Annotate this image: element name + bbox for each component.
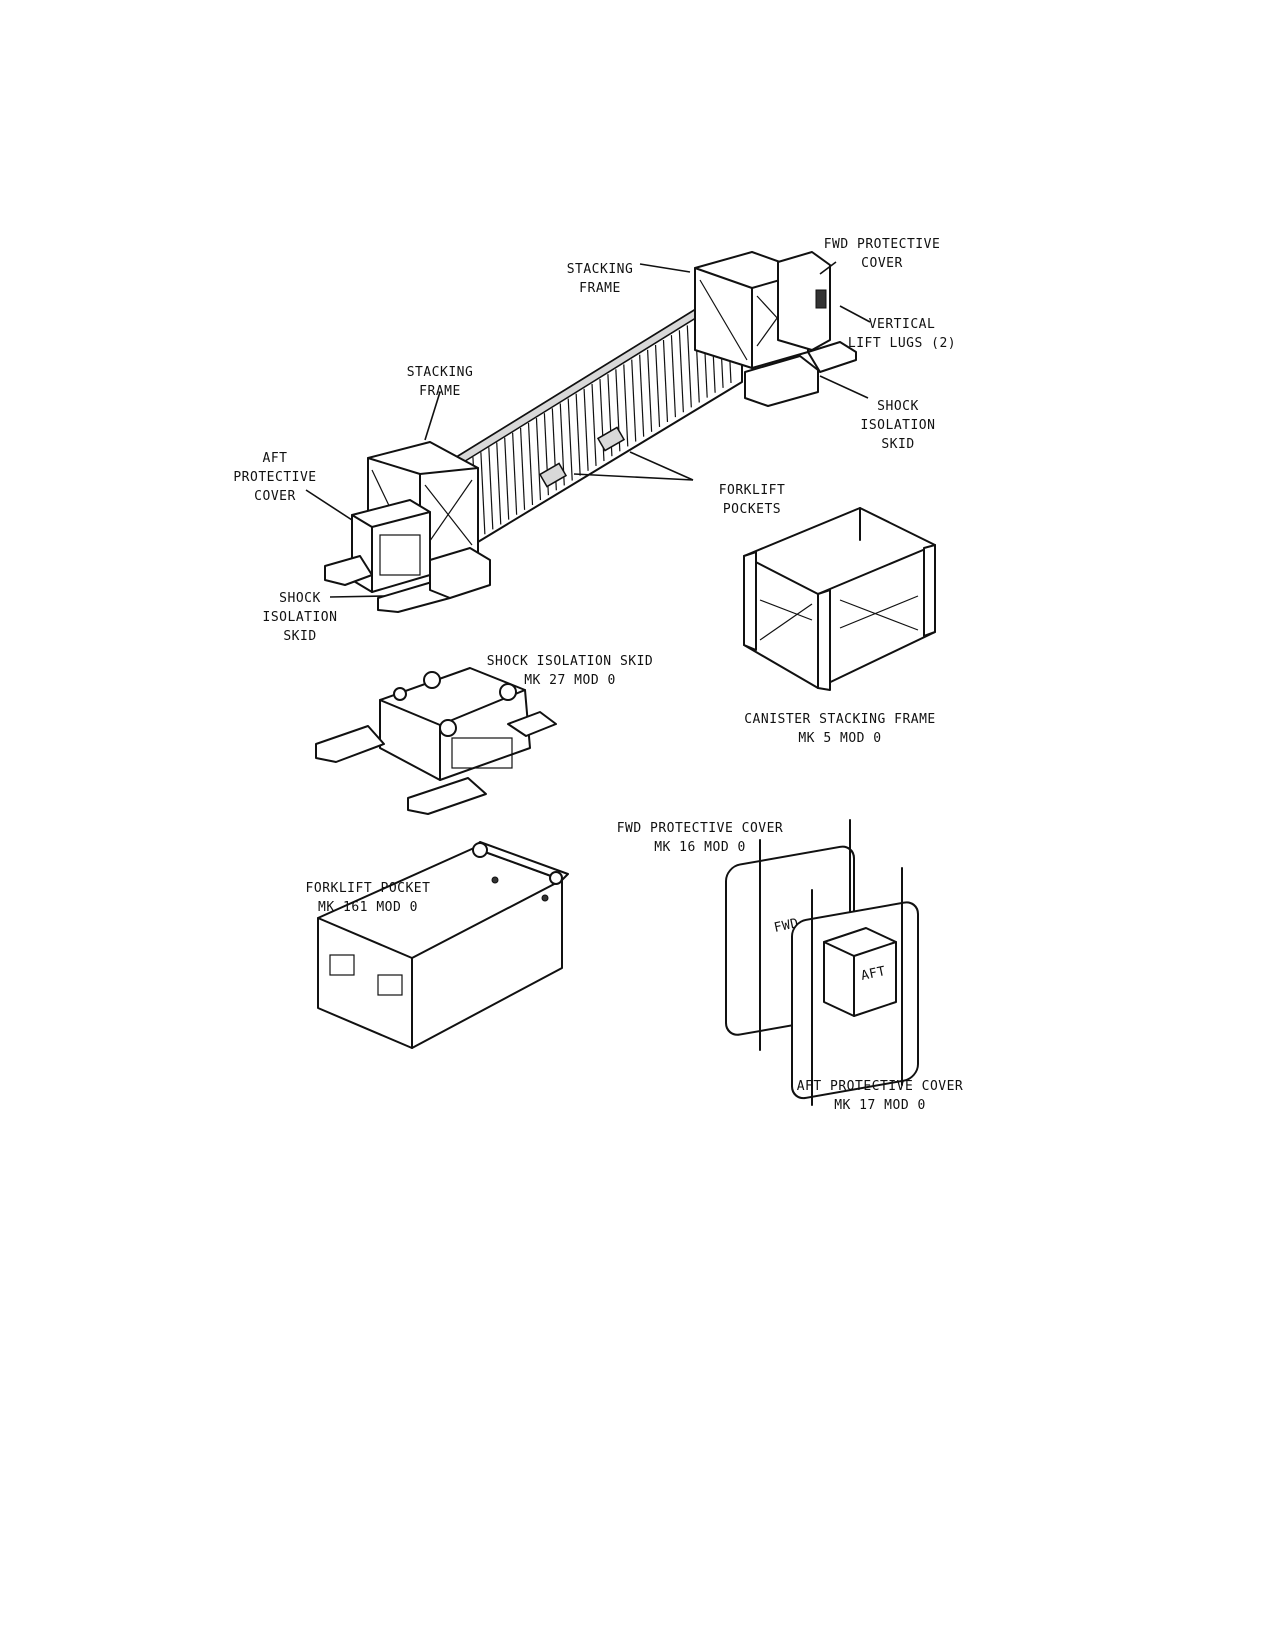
canister-rib	[519, 427, 526, 510]
canister-rib	[496, 442, 502, 525]
stacking-frame-left-callout-line2: FRAME	[419, 384, 461, 399]
stacking-frame-top-callout: STACKING FRAME	[567, 262, 634, 296]
canister-rib	[631, 359, 637, 442]
stacking-frame-left-callout-line1: STACKING	[407, 365, 474, 380]
canister-rib	[670, 335, 677, 418]
aft-protective-cover-caption-line2: MK 17 MOD 0	[834, 1098, 926, 1113]
canister-rib	[583, 388, 589, 471]
aft-shock-isolation-skid	[324, 547, 491, 613]
aft-protective-cover-callout-line3: COVER	[254, 489, 296, 504]
shock-isolation-skid-left-callout: SHOCK ISOLATION SKID	[263, 591, 338, 644]
aft-cover-marking: AFT	[860, 964, 888, 984]
fwd-protective-cover-caption: FWD PROTECTIVE COVER MK 16 MOD 0	[617, 821, 784, 855]
aft-protective-cover-callout-line2: PROTECTIVE	[233, 470, 316, 485]
canister-rib	[567, 398, 573, 481]
canister-rib	[623, 364, 629, 447]
fwd-protective-cover-caption-line1: FWD PROTECTIVE COVER	[617, 821, 784, 836]
aft-protective-cover-callout: AFT PROTECTIVE COVER	[233, 451, 316, 504]
canister-rib	[686, 325, 692, 408]
forklift-pockets	[538, 426, 626, 488]
shock-isolation-skid-left-callout-line2: ISOLATION	[263, 610, 338, 625]
canister-rib	[512, 432, 518, 515]
canister-stacking-frame-caption-line2: MK 5 MOD 0	[798, 731, 881, 746]
shock-isolation-skid-caption: SHOCK ISOLATION SKID MK 27 MOD 0	[487, 654, 654, 688]
stacking-frame-left-callout: STACKING FRAME	[407, 365, 474, 399]
canister-rib	[575, 393, 581, 476]
fwd-protective-cover-caption-line2: MK 16 MOD 0	[654, 840, 746, 855]
stacking-frame-top-callout-line1: STACKING	[567, 262, 634, 277]
canister-rib	[662, 340, 669, 423]
callout-arrows	[305, 261, 871, 598]
canister-stacking-frame-caption-line1: CANISTER STACKING FRAME	[744, 712, 936, 727]
fwd-protective-cover-callout: FWD PROTECTIVE COVER	[824, 237, 941, 271]
canister-rib	[527, 422, 534, 505]
aft-protective-cover-caption-line1: AFT PROTECTIVE COVER	[797, 1079, 964, 1094]
stacking-frame-top-callout-line2: FRAME	[579, 281, 621, 296]
aft-protective-cover-drawing: AFT	[791, 867, 919, 1106]
canister-rib	[647, 349, 653, 432]
shock-isolation-skid-drawing	[315, 667, 557, 815]
fwd-protective-cover-callout-line2: COVER	[861, 256, 903, 271]
canister-stacking-frame-caption: CANISTER STACKING FRAME MK 5 MOD 0	[744, 712, 936, 746]
forklift-pocket-caption-line1: FORKLIFT POCKET	[306, 881, 431, 896]
shock-isolation-skid-caption-line1: SHOCK ISOLATION SKID	[487, 654, 654, 669]
canister-rib	[591, 383, 597, 466]
shock-isolation-skid-caption-line2: MK 27 MOD 0	[524, 673, 616, 688]
shock-isolation-skid-left-callout-line3: SKID	[283, 629, 316, 644]
forklift-pocket-drawing	[317, 841, 569, 1049]
canister-rib	[480, 452, 486, 535]
forklift-pockets-callout-line2: POCKETS	[723, 502, 781, 517]
forklift-pocket-caption-line2: MK 161 MOD 0	[318, 900, 418, 915]
vertical-lift-lugs-callout-line1: VERTICAL	[869, 317, 936, 332]
vertical-lift-lugs-callout: VERTICAL LIFT LUGS (2)	[848, 317, 956, 351]
vertical-lift-lugs-callout-line2: LIFT LUGS (2)	[848, 336, 956, 351]
canister-rib	[639, 354, 645, 437]
shock-isolation-skid-right-callout: SHOCK ISOLATION SKID	[861, 399, 936, 452]
fwd-shock-isolation-skid	[744, 341, 857, 407]
aft-protective-cover-caption: AFT PROTECTIVE COVER MK 17 MOD 0	[797, 1079, 964, 1113]
canister-rib	[654, 344, 661, 427]
canister-assembly-drawing	[324, 251, 857, 613]
shock-isolation-skid-left-callout-line1: SHOCK	[279, 591, 321, 606]
shock-isolation-skid-right-callout-line1: SHOCK	[877, 399, 919, 414]
fwd-protective-cover	[777, 251, 831, 351]
shock-isolation-skid-right-callout-line3: SKID	[881, 437, 914, 452]
forklift-pocket-caption: FORKLIFT POCKET MK 161 MOD 0	[306, 881, 431, 915]
canister-stacking-frame-drawing	[743, 507, 936, 691]
fwd-protective-cover-callout-line1: FWD PROTECTIVE	[824, 237, 941, 252]
canister-rib	[504, 437, 510, 520]
canister-rib	[678, 330, 684, 413]
forklift-pockets-callout-line1: FORKLIFT	[719, 483, 786, 498]
aft-protective-cover-callout-line1: AFT	[263, 451, 288, 466]
forklift-pockets-callout: FORKLIFT POCKETS	[719, 483, 786, 517]
shock-isolation-skid-right-callout-line2: ISOLATION	[861, 418, 936, 433]
canister-rib	[488, 447, 494, 530]
canister-rib	[535, 418, 542, 501]
